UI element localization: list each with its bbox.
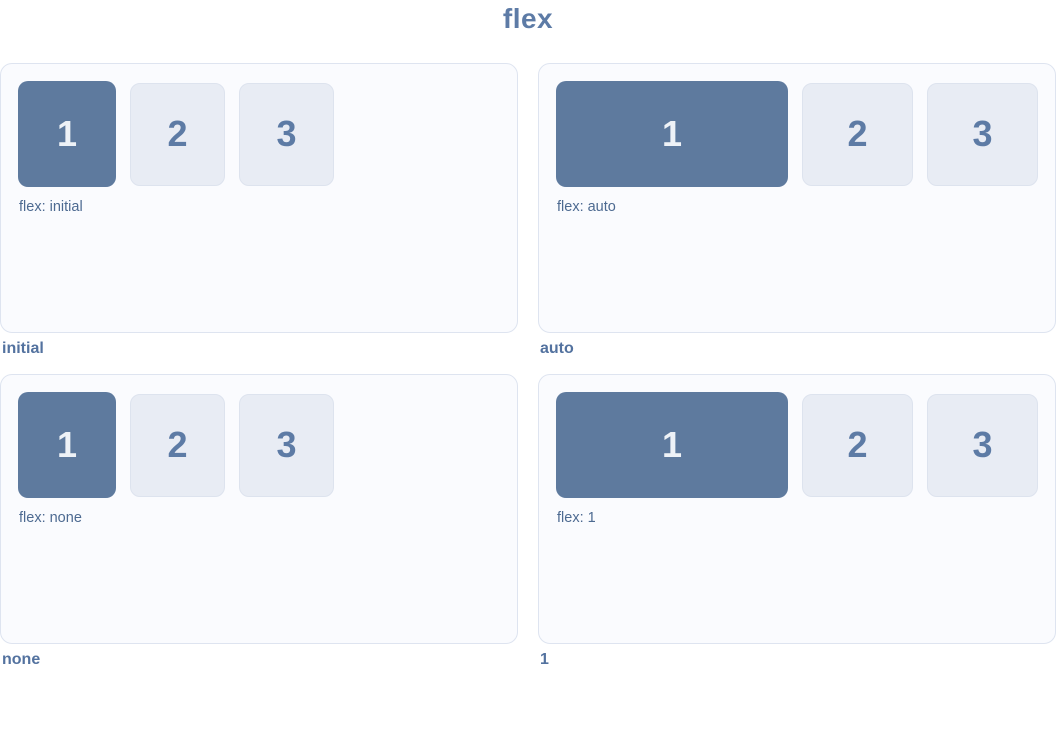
flex-item-featured: 1 <box>556 81 788 187</box>
flex-value-label: flex: initial <box>19 199 83 215</box>
flex-value-label: flex: 1 <box>557 510 596 526</box>
flex-item-featured: 1 <box>18 392 116 498</box>
flex-item: 2 <box>802 82 913 186</box>
panel-caption: auto <box>540 340 574 357</box>
flex-value-label: flex: none <box>19 510 82 526</box>
panel-caption: none <box>2 651 41 668</box>
flex-item-featured: 1 <box>18 81 116 187</box>
flex-item: 2 <box>130 82 225 186</box>
flex-item-featured: 1 <box>556 392 788 498</box>
flex-item: 3 <box>927 82 1038 186</box>
flex-item: 3 <box>239 82 334 186</box>
panel-caption: initial <box>2 340 44 357</box>
flex-item: 3 <box>927 393 1038 497</box>
panel-caption: 1 <box>540 651 549 668</box>
flex-item: 2 <box>130 393 225 497</box>
page-title: flex <box>502 3 554 34</box>
flex-value-label: flex: auto <box>557 199 616 215</box>
flex-item: 3 <box>239 393 334 497</box>
flex-item: 2 <box>802 393 913 497</box>
